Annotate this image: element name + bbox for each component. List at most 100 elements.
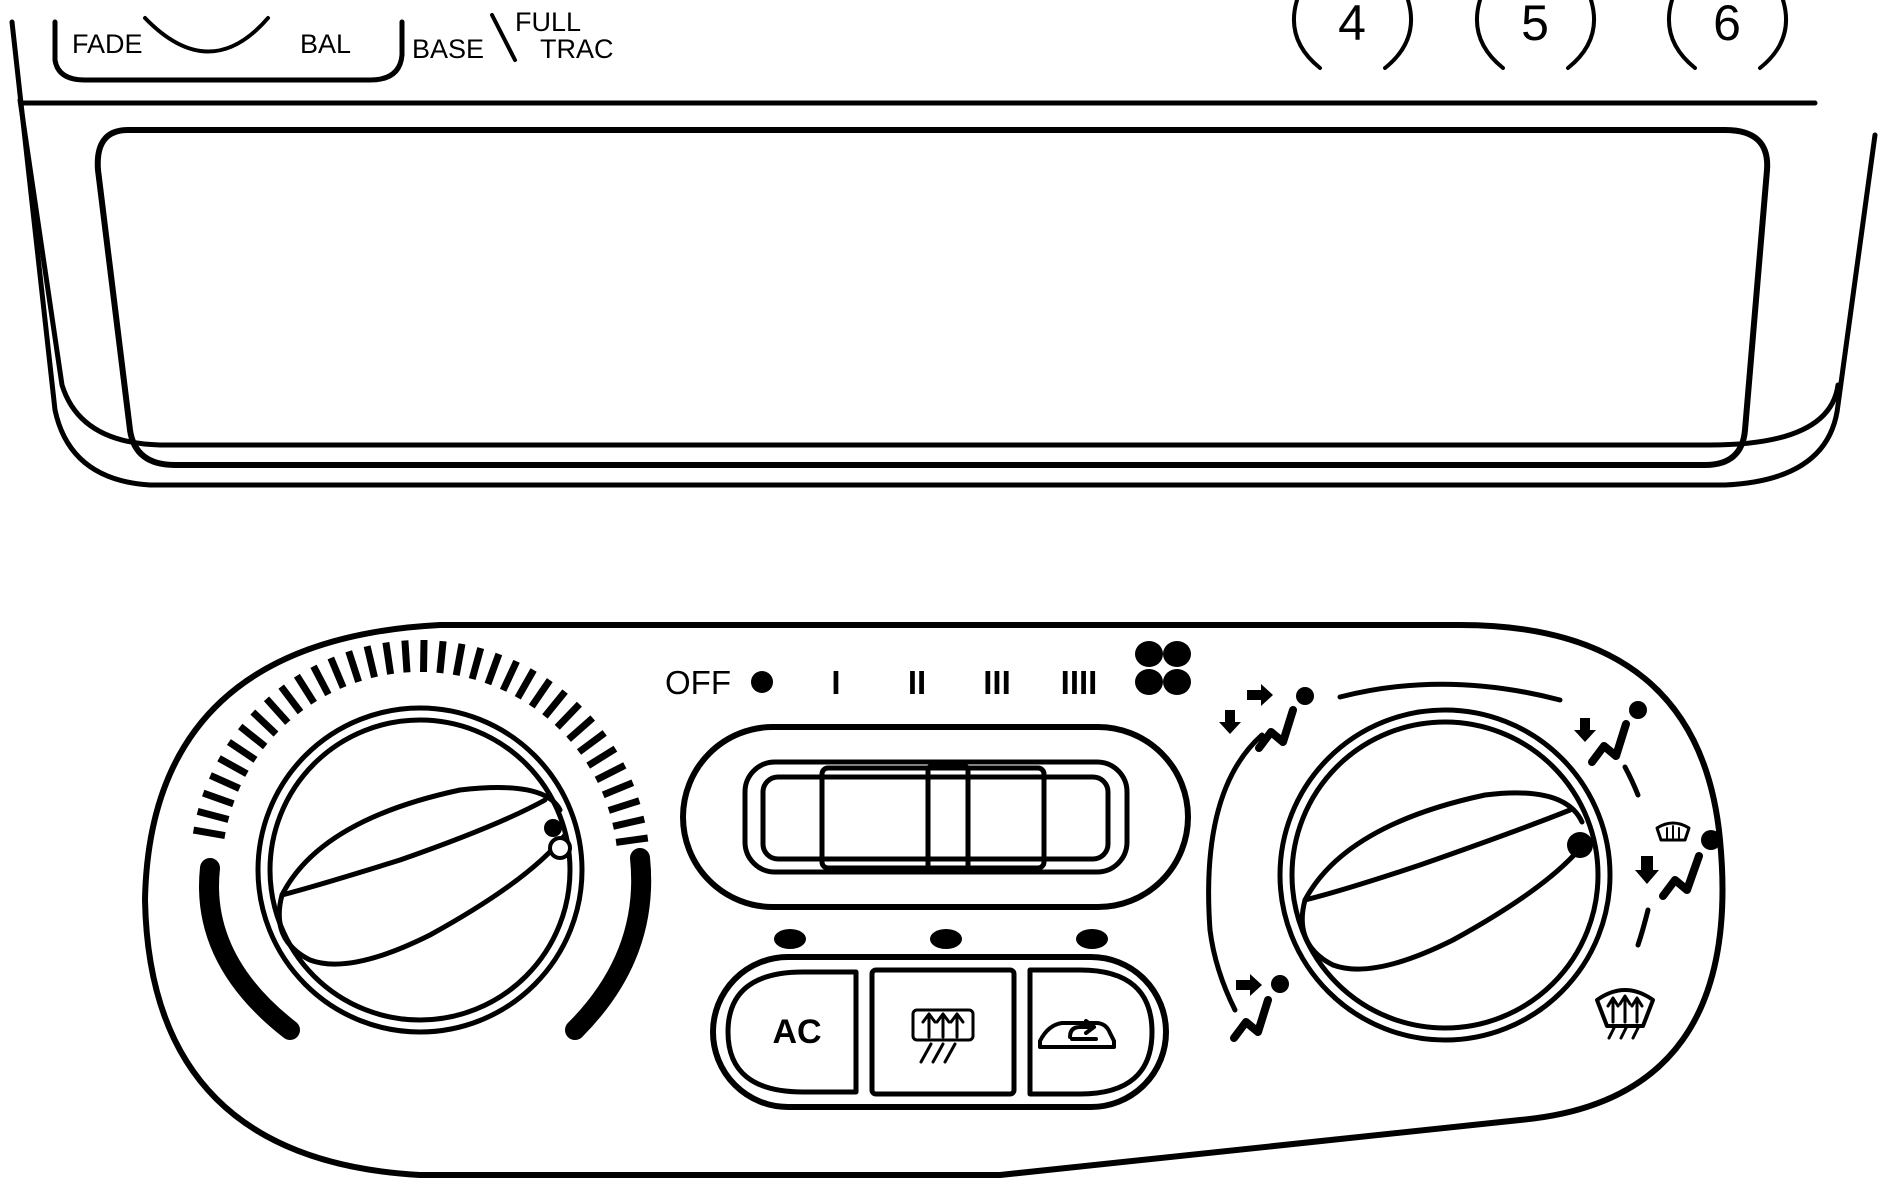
temperature-tick: [468, 647, 485, 680]
preset-label: 5: [1521, 0, 1549, 51]
vent-mode-icon: [1219, 684, 1314, 752]
temperature-tick: [278, 684, 304, 715]
full-label: FULL: [515, 7, 581, 37]
radio-bezel-inner: [17, 97, 1841, 448]
mode-knob-grip: [1299, 790, 1588, 972]
temperature-tick: [420, 639, 428, 673]
temperature-tick: [327, 656, 347, 689]
floor-defrost-mode-icon: [1635, 821, 1721, 900]
temperature-tick: [401, 640, 411, 673]
fan-speed-3-label: III: [983, 664, 1011, 701]
ac-indicator-led: [774, 929, 806, 949]
fan-speed-4-label: IIII: [1061, 664, 1098, 701]
fade-bal-bracket[interactable]: [52, 19, 405, 83]
mode-knob-grip-edge: [1302, 807, 1573, 903]
temperature-tick: [196, 808, 230, 823]
temperature-tick: [607, 797, 641, 814]
temperature-indicator-dot: [544, 819, 562, 837]
base-full-divider: [490, 13, 517, 62]
fan-icon: [1135, 641, 1191, 695]
temperature-tick: [263, 696, 291, 725]
mode-knob[interactable]: [1289, 719, 1601, 1031]
preset-button-4[interactable]: 4: [1292, 0, 1413, 70]
temperature-tick: [382, 641, 395, 675]
radio-panel: FADE BAL BASE FULL TRAC 4 5 6: [9, 0, 1878, 488]
fan-off-dot: [751, 671, 773, 693]
temperature-indicator-ring: [548, 836, 572, 860]
temperature-tick: [217, 755, 249, 777]
fan-speed-2-label: II: [908, 664, 926, 701]
bal-label: BAL: [300, 29, 351, 59]
temperature-tick: [293, 673, 317, 705]
temperature-tick: [615, 834, 649, 846]
climate-button-row: AC: [710, 954, 1169, 1110]
mode-knob-group: [1206, 681, 1721, 1043]
mode-indicator-dot: [1567, 832, 1593, 858]
temperature-tick: [586, 745, 618, 769]
temperature-tick: [208, 772, 241, 792]
fade-label: FADE: [72, 29, 143, 59]
temperature-knob-ring: [255, 705, 585, 1035]
temperature-tick: [250, 709, 279, 737]
temperature-knob-grip-edge: [279, 797, 548, 898]
fan-speed-control: OFF I II III IIII: [665, 641, 1191, 910]
mode-scale-dash-1: [1622, 764, 1641, 798]
temperature-tick: [310, 664, 332, 697]
temperature-tick: [226, 739, 258, 763]
temperature-tick: [594, 762, 627, 784]
climate-control-panel: OFF I II III IIII: [142, 622, 1726, 1178]
mode-scale-dash-2: [1635, 907, 1651, 948]
climate-panel-outline: [142, 622, 1726, 1178]
temperature-cold-scale: [199, 858, 300, 1040]
temperature-tick: [601, 779, 635, 799]
mode-scale-left-arc: [1206, 732, 1265, 1013]
rear-defrost-icon: [911, 1008, 975, 1064]
ac-button[interactable]: AC: [725, 969, 859, 1095]
temperature-hot-scale: [565, 848, 652, 1040]
temperature-knob[interactable]: [267, 717, 573, 1023]
temperature-tick: [576, 730, 607, 755]
fan-slider-thumb[interactable]: [819, 765, 1047, 871]
temperature-tick: [202, 789, 235, 808]
temperature-tick: [452, 643, 466, 676]
temperature-tick: [514, 668, 537, 700]
bi-level-mode-icon: [1574, 701, 1647, 766]
fan-speed-off-label: OFF: [665, 664, 731, 701]
temperature-tick: [363, 645, 378, 679]
fan-slider-housing: [680, 724, 1191, 910]
rear-defrost-button[interactable]: [869, 967, 1017, 1097]
temperature-tick: [542, 689, 568, 719]
preset-label: 6: [1713, 0, 1741, 51]
rear-defrost-indicator-led: [930, 929, 962, 949]
temperature-tick: [436, 640, 447, 674]
temperature-tick: [499, 659, 520, 692]
temperature-tick: [612, 815, 646, 830]
temperature-tick-marks: [192, 639, 649, 846]
mode-knob-ring: [1277, 707, 1613, 1043]
preset-button-5[interactable]: 5: [1475, 0, 1596, 70]
front-defrost-icon: [1595, 988, 1655, 1040]
fan-speed-1-label: I: [831, 664, 840, 701]
radio-display-window: [94, 127, 1771, 468]
floor-mode-icon: [1230, 974, 1289, 1042]
temperature-tick: [238, 723, 268, 750]
fade-bal-arc: [143, 16, 270, 54]
trac-label: TRAC: [540, 34, 614, 64]
preset-button-6[interactable]: 6: [1667, 0, 1788, 70]
fan-slider-inner-track: [760, 774, 1111, 862]
temperature-knob-group: [192, 639, 652, 1040]
temperature-tick: [528, 678, 553, 709]
temperature-tick: [484, 652, 503, 686]
recirculation-button[interactable]: [1027, 967, 1155, 1097]
temperature-tick: [345, 650, 362, 683]
temperature-tick: [192, 826, 226, 840]
temperature-tick: [566, 715, 596, 742]
temperature-tick: [554, 701, 582, 730]
base-label: BASE: [412, 34, 484, 64]
temperature-knob-grip: [276, 785, 568, 967]
preset-label: 4: [1338, 0, 1366, 51]
recirculation-indicator-led: [1076, 929, 1108, 949]
recirculation-icon: [1038, 1019, 1116, 1049]
